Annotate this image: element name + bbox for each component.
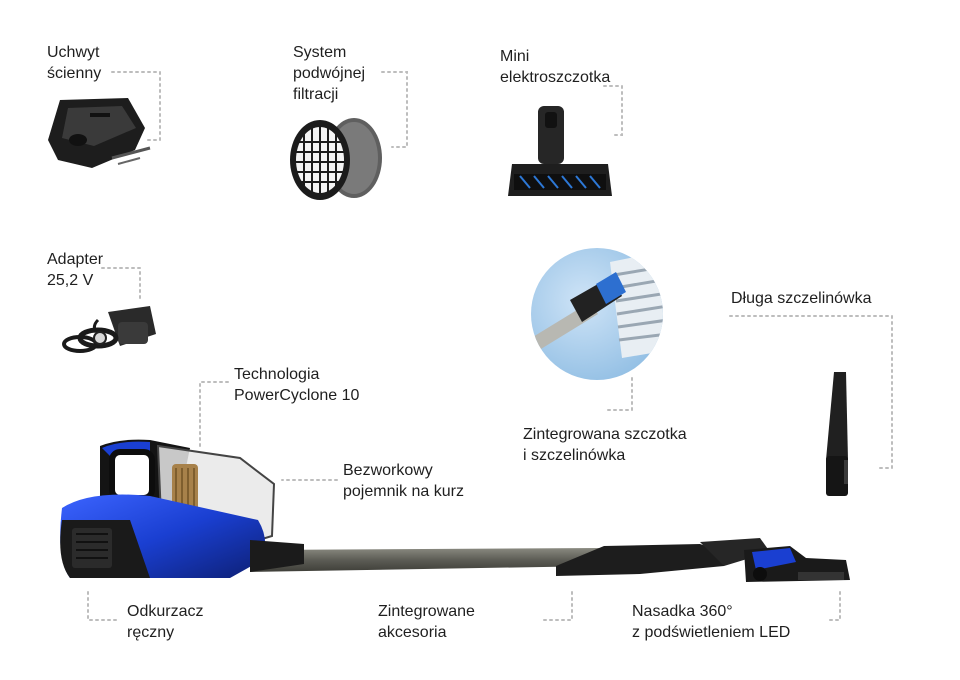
label-accessories: Zintegrowane akcesoria (378, 601, 475, 643)
label-handheld-line-1: Odkurzacz (127, 603, 204, 620)
label-wall-mount-line-2: ścienny (47, 65, 102, 82)
label-long-crevice-line-1: Długa szczelinówka (731, 290, 872, 307)
label-handheld: Odkurzacz ręczny (127, 601, 203, 643)
label-dual-filter-line-3: filtracji (293, 86, 339, 103)
label-dual-filter-line-2: podwójnej (293, 65, 366, 82)
label-mini-brush: Mini elektroszczotka (500, 46, 610, 88)
label-powercyclone: Technologia PowerCyclone 10 (234, 364, 359, 406)
label-nozzle: Nasadka 360° z podświetleniem LED (632, 601, 790, 643)
label-handheld-line-2: ręczny (127, 624, 175, 641)
label-mini-brush-line-2: elektroszczotka (500, 69, 611, 86)
label-nozzle-line-2: z podświetleniem LED (632, 624, 791, 641)
label-wall-mount-line-1: Uchwyt (47, 44, 100, 61)
label-nozzle-line-1: Nasadka 360° (632, 603, 733, 620)
label-wall-mount: Uchwyt ścienny (47, 42, 101, 84)
main-vacuum-image (60, 439, 850, 582)
label-integrated-brush: Zintegrowana szczotka i szczelinówka (523, 424, 687, 466)
label-adapter-line-2: 25,2 V (47, 272, 94, 289)
mini-brush-image (508, 106, 612, 196)
label-bagless-line-2: pojemnik na kurz (343, 483, 464, 500)
label-mini-brush-line-1: Mini (500, 48, 530, 65)
label-accessories-line-1: Zintegrowane (378, 603, 475, 620)
wall-mount-image (48, 98, 151, 168)
dual-filter-image (290, 118, 382, 200)
connector-lines (87, 71, 893, 621)
label-integrated-brush-line-2: i szczelinówka (523, 447, 626, 464)
label-accessories-line-2: akcesoria (378, 624, 447, 641)
label-dual-filter: System podwójnej filtracji (293, 42, 365, 105)
label-long-crevice: Długa szczelinówka (731, 288, 872, 309)
label-integrated-brush-line-1: Zintegrowana szczotka (523, 426, 687, 443)
label-powercyclone-line-1: Technologia (234, 366, 320, 383)
adapter-image (62, 306, 156, 353)
label-bagless: Bezworkowy pojemnik na kurz (343, 460, 464, 502)
label-dual-filter-line-1: System (293, 44, 347, 61)
integrated-brush-image (531, 248, 663, 380)
label-adapter: Adapter 25,2 V (47, 249, 103, 291)
long-crevice-image (826, 372, 848, 496)
label-powercyclone-line-2: PowerCyclone 10 (234, 387, 360, 404)
label-adapter-line-1: Adapter (47, 251, 104, 268)
label-bagless-line-1: Bezworkowy (343, 462, 433, 479)
